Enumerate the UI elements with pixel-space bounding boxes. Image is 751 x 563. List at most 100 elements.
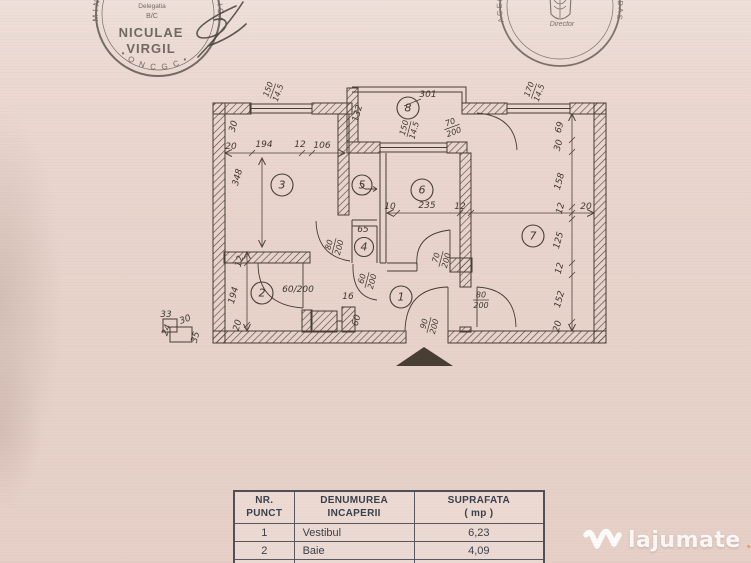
room-number: 4 [353, 236, 375, 258]
lajumate-logo-icon [583, 528, 622, 549]
header-suprafata: SUPRAFATA( mp ) [413, 490, 545, 524]
cell-nr: 3 [233, 559, 295, 563]
svg-text:80: 80 [476, 291, 486, 300]
cell-room-name: Vestibul [293, 523, 415, 542]
corner-detail [169, 326, 193, 343]
svg-text:200: 200 [440, 252, 453, 269]
windows [249, 103, 571, 153]
svg-text:200: 200 [428, 318, 441, 335]
dimension-label: 10 [384, 202, 396, 212]
dimension-label: 20 [552, 319, 565, 333]
dimension-label: 24 [160, 323, 173, 337]
header-nr-punct: NR.PUNCT [233, 490, 295, 524]
dimension-label: 30 [178, 313, 192, 326]
masonry-shaft [449, 257, 473, 273]
dimension-label: 12 [454, 202, 466, 212]
room-number: 2 [250, 281, 274, 305]
svg-text:6: 6 [419, 184, 426, 197]
table-row: 2 Baie 4,09 [233, 541, 545, 560]
dimension-label: 12 [555, 201, 568, 215]
svg-text:7: 7 [530, 230, 537, 243]
balcony-outline [352, 86, 467, 103]
room-number: 7 [521, 224, 545, 248]
dimension-label: 65 [357, 225, 369, 235]
dimension-label: 16 [342, 292, 354, 302]
table-row: 1 Vestibul 6,23 [233, 523, 545, 542]
stamp-outer-text: MINISTERUL [91, 0, 134, 22]
stamp-name-line2: VIRGIL [126, 41, 175, 56]
dimension-label: 132 [351, 104, 365, 123]
room-number: 3 [270, 173, 294, 197]
stamp-bc-text: B/C [146, 13, 158, 20]
watermark-suffix: .ro [745, 534, 751, 552]
dimension-label: 30 [228, 119, 241, 133]
north-arrow [396, 347, 453, 366]
dimension-label: 348 [231, 168, 245, 187]
svg-text:200: 200 [473, 301, 488, 310]
cell-room-name: Baie [293, 541, 415, 560]
svg-text:MINISTERUL: MINISTERUL [91, 0, 137, 22]
watermark-text: lajumate [628, 528, 741, 553]
dimension-label: 30 [553, 138, 566, 152]
lajumate-watermark: lajumate .ro [583, 527, 751, 554]
svg-text:80: 80 [324, 239, 335, 251]
table-row: 3 Dormitor 10,86 [233, 559, 545, 563]
cell-area: 4,09 [413, 541, 545, 560]
dimension-label: 235 [418, 201, 435, 211]
room-number: 1 [389, 285, 413, 309]
partitions [162, 86, 467, 343]
dimension-label: 152 [553, 290, 567, 309]
walls [212, 87, 607, 344]
svg-text:70: 70 [431, 252, 442, 264]
dimension-label: 12 [234, 254, 247, 268]
dimension-label: 60 [351, 313, 364, 327]
svg-text:3: 3 [279, 179, 286, 192]
cell-area: 6,23 [413, 523, 545, 542]
dimension-label: 158 [553, 172, 567, 191]
svg-text:1: 1 [398, 291, 405, 304]
dimension-label: 194 [227, 286, 241, 305]
room-number: 6 [410, 178, 434, 202]
svg-text:90: 90 [419, 318, 430, 330]
coat-of-arms-emblem [549, 0, 572, 20]
masonry-shaft [310, 310, 338, 333]
dimension-label: 194 [255, 140, 272, 150]
dimension-label: 69 [554, 120, 567, 134]
dimension-label: 301 [419, 90, 436, 100]
svg-text:14.5: 14.5 [408, 121, 421, 141]
dimension-label: 12 [554, 261, 567, 275]
svg-text:8: 8 [405, 102, 412, 115]
svg-text:5: 5 [359, 179, 366, 192]
signature-scribble [196, 1, 247, 58]
dimension-ticks [243, 136, 576, 329]
dimension-label: 33 [160, 310, 172, 320]
dimension-label: 60/200 [282, 285, 314, 295]
room-number: 8 [396, 96, 420, 120]
svg-text:2: 2 [259, 287, 266, 300]
dimension-label: 35 [190, 330, 203, 344]
dimension-label: 125 [552, 231, 566, 250]
entrance-door-arc [404, 286, 449, 332]
stamp-director-text: Director [550, 21, 575, 28]
cell-nr: 1 [233, 523, 295, 542]
svg-text:150: 150 [398, 119, 411, 136]
dimension-lines [225, 98, 594, 331]
dimension-label: 20 [232, 318, 245, 332]
